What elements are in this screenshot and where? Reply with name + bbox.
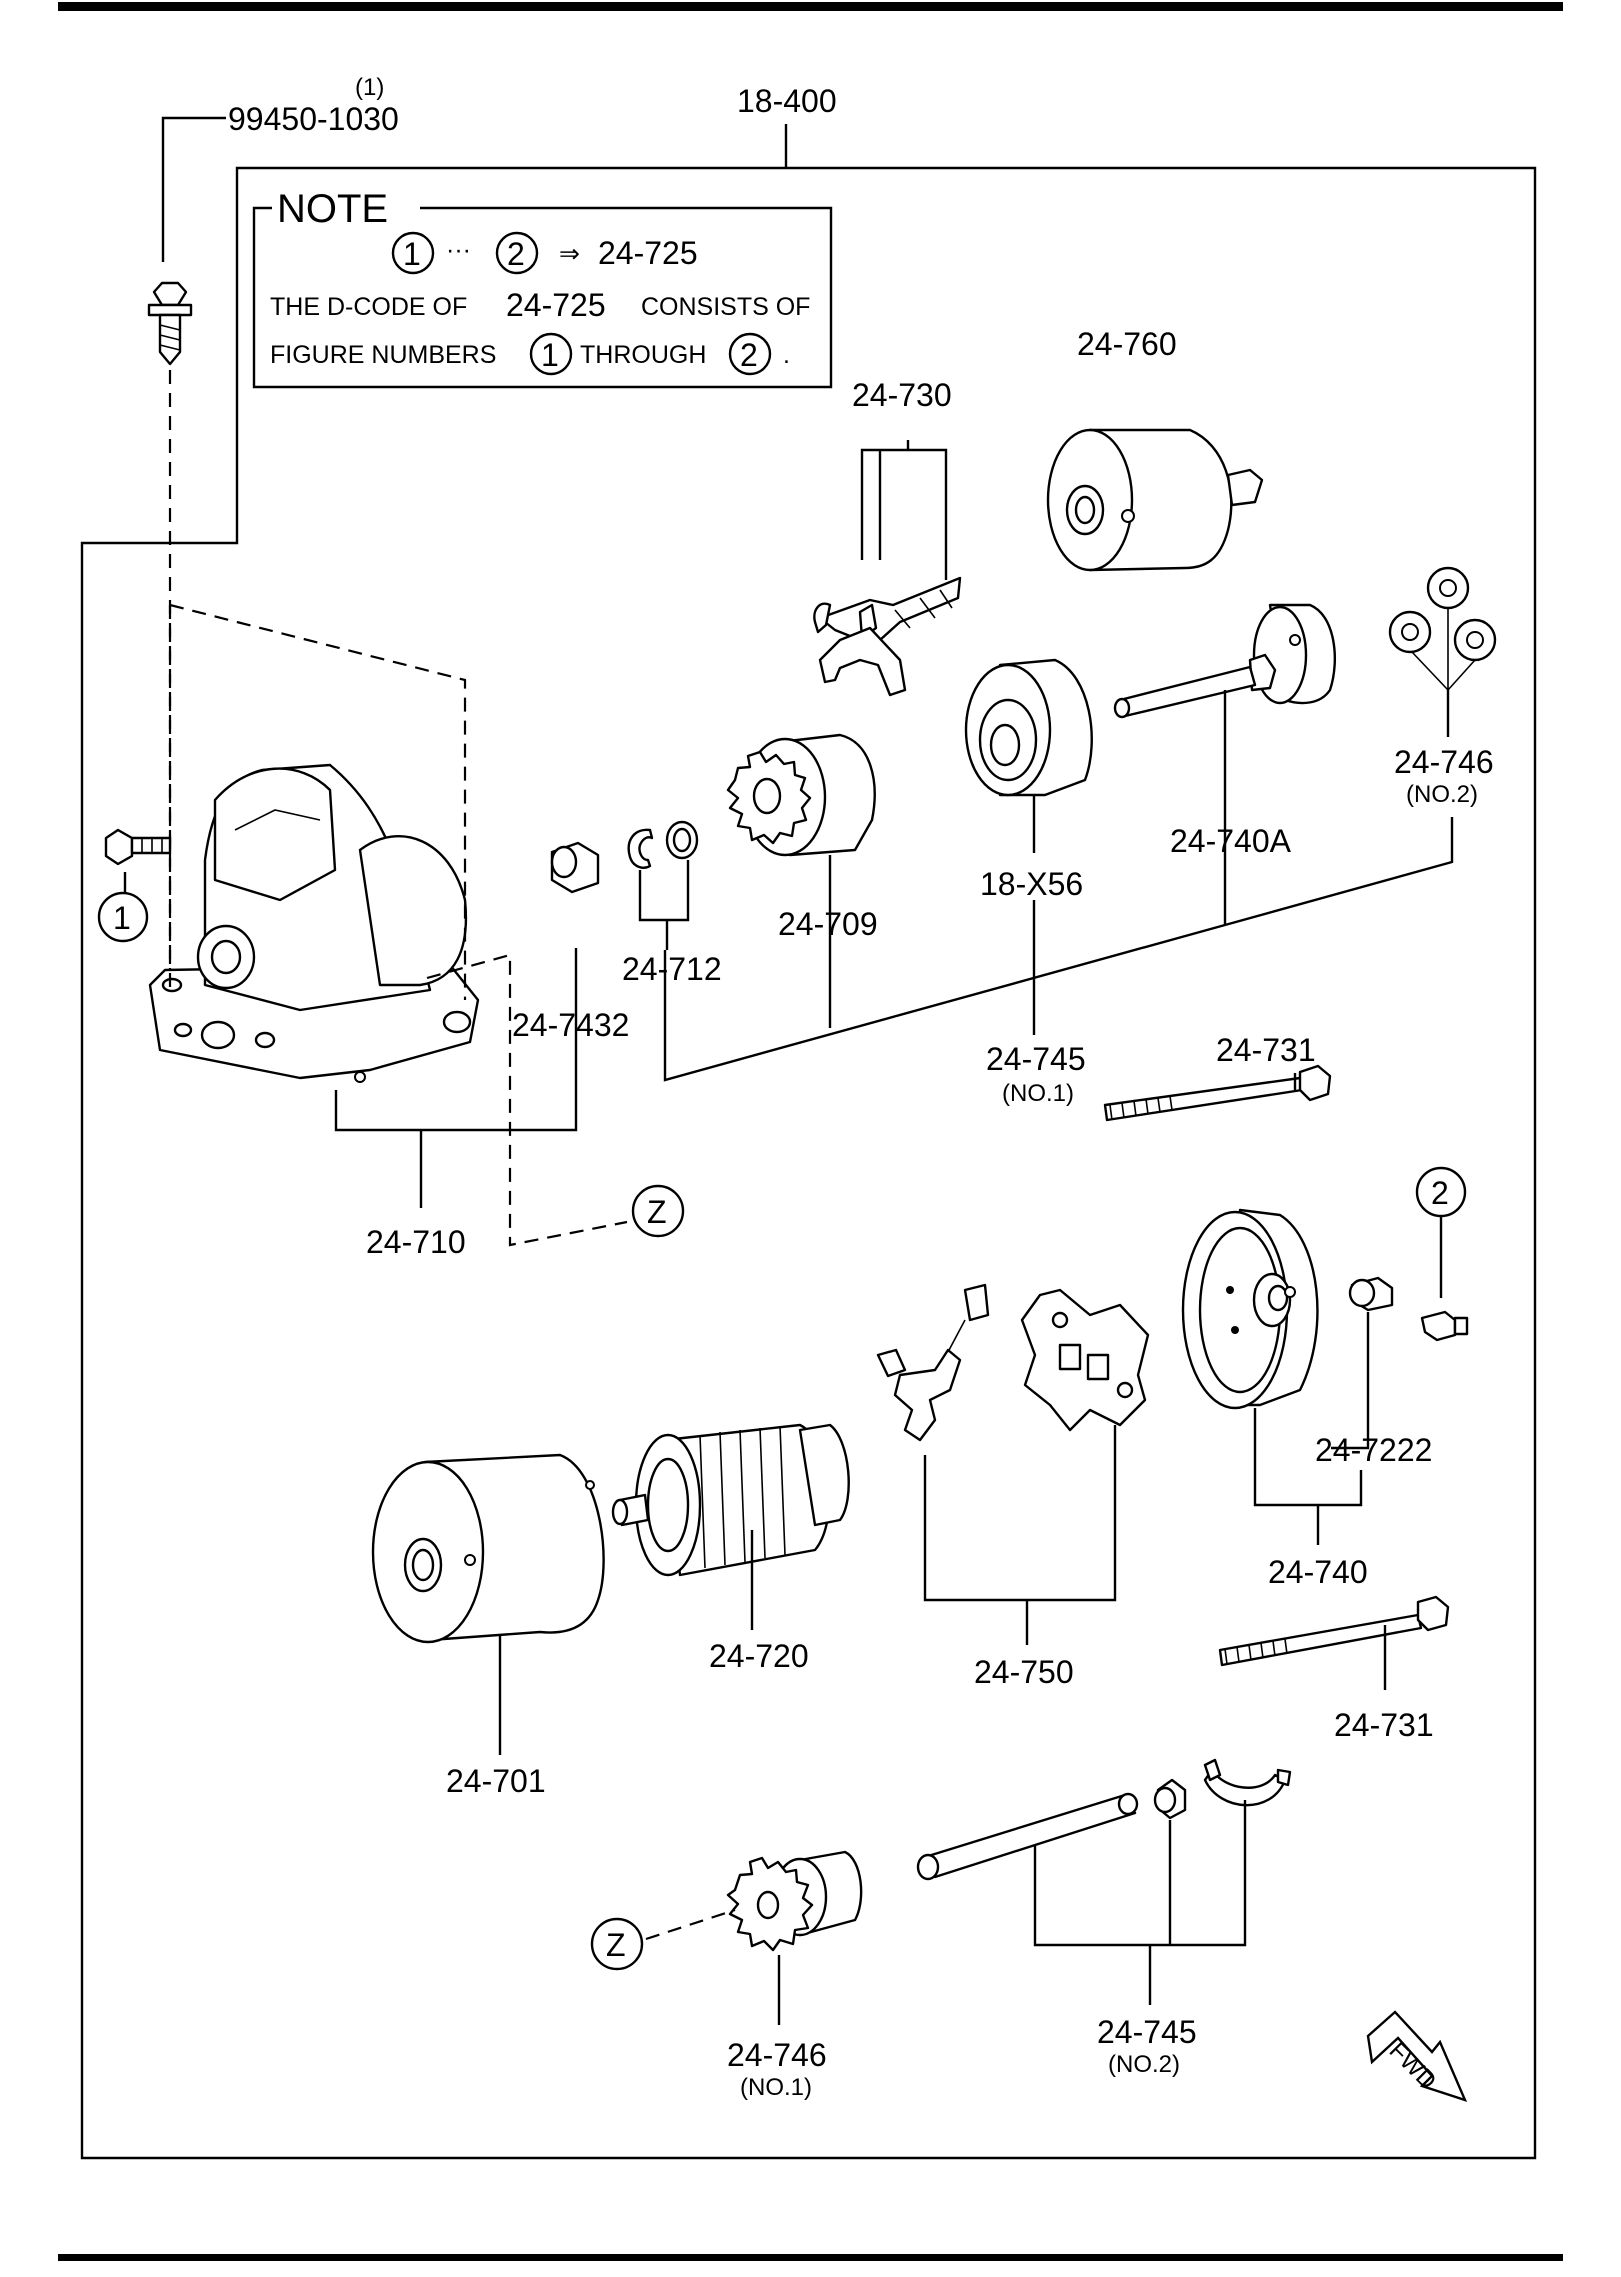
group-ref-label: 18-400 bbox=[737, 83, 837, 119]
label-24-7222: 24-7222 bbox=[1315, 1432, 1432, 1468]
marker-z-lower-text: Z bbox=[606, 1927, 626, 1963]
top-ref-code: 99450-1030 bbox=[228, 101, 399, 137]
housing-bolt-part bbox=[104, 828, 172, 866]
label-24-760: 24-760 bbox=[1077, 326, 1177, 362]
clutch-gear-part bbox=[726, 733, 876, 857]
starter-housing-part bbox=[148, 763, 480, 1083]
bottom-rule bbox=[58, 2254, 1563, 2261]
note-line3-b: THROUGH bbox=[580, 341, 706, 369]
marker-z-upper-text: Z bbox=[647, 1194, 667, 1230]
shift-fork-part bbox=[813, 576, 962, 697]
note-line3-circle-1 bbox=[529, 332, 573, 376]
marker-1-circle bbox=[97, 891, 149, 943]
planet-gears-part bbox=[1388, 566, 1497, 692]
snap-ring-part bbox=[627, 820, 699, 869]
lower-washer-part bbox=[1153, 1778, 1187, 1820]
marker-z-lower bbox=[590, 1917, 644, 1971]
top-ref-leader bbox=[161, 116, 226, 262]
small-screw-part bbox=[1420, 1310, 1469, 1342]
label-24-712: 24-712 bbox=[622, 951, 722, 987]
bracket-24-750 bbox=[923, 1425, 1117, 1645]
label-24-750: 24-750 bbox=[974, 1654, 1074, 1690]
label-18-X56: 18-X56 bbox=[980, 866, 1083, 902]
lower-clip-part bbox=[1203, 1758, 1292, 1807]
note-circle-2-text: 2 bbox=[507, 236, 525, 272]
marker-1-text: 1 bbox=[113, 900, 131, 936]
label-24-720: 24-720 bbox=[709, 1638, 809, 1674]
note-line2-b: 24-725 bbox=[506, 287, 606, 323]
label-24-745-no1: 24-745 bbox=[986, 1041, 1086, 1077]
label-24-710: 24-710 bbox=[366, 1224, 466, 1260]
z-dash-lower bbox=[645, 1908, 736, 1941]
group-frame bbox=[80, 166, 1537, 2160]
flange-bolt-part bbox=[147, 281, 193, 366]
label-24-746-no1: 24-746 bbox=[727, 2037, 827, 2073]
leader-24-7222 bbox=[1331, 1312, 1370, 1450]
brush-spring-part bbox=[876, 1283, 990, 1442]
fwd-label: FWD bbox=[1384, 2037, 1442, 2095]
end-bushing-part bbox=[1348, 1276, 1394, 1312]
note-circle-2 bbox=[495, 231, 539, 275]
label-24-740: 24-740 bbox=[1268, 1554, 1368, 1590]
note-line2-a: THE D-CODE OF bbox=[270, 293, 467, 321]
note-title: NOTE bbox=[277, 187, 388, 231]
brush-holder-part bbox=[1020, 1288, 1150, 1432]
label-24-746-no2-sub: (NO.2) bbox=[1406, 781, 1478, 808]
through-bolt-upper-part bbox=[1103, 1064, 1332, 1122]
note-target: 24-725 bbox=[598, 235, 698, 271]
label-24-746-no1-sub: (NO.1) bbox=[740, 2074, 812, 2101]
bracket-24-712 bbox=[638, 860, 690, 950]
note-line2-c: CONSISTS OF bbox=[641, 293, 810, 321]
top-ref-qty: (1) bbox=[355, 74, 384, 101]
label-24-746-no2: 24-746 bbox=[1394, 744, 1494, 780]
note-line3-a: FIGURE NUMBERS bbox=[270, 341, 496, 369]
end-frame-part bbox=[1181, 1208, 1319, 1410]
note-circle-1 bbox=[391, 231, 435, 275]
z-dash-upper bbox=[426, 953, 628, 1247]
planetary-shaft-part bbox=[1113, 603, 1336, 719]
label-24-7432: 24-7432 bbox=[512, 1007, 629, 1043]
bushing-part bbox=[550, 841, 600, 894]
note-line3-circle-2 bbox=[728, 332, 772, 376]
bracket-24-730 bbox=[860, 440, 948, 580]
yoke-part bbox=[371, 1453, 605, 1644]
label-24-709: 24-709 bbox=[778, 906, 878, 942]
label-24-745-no2: 24-745 bbox=[1097, 2014, 1197, 2050]
fwd-arrow-icon: FWD bbox=[1366, 2010, 1468, 2102]
armature-part bbox=[611, 1423, 850, 1577]
label-24-740A: 24-740A bbox=[1170, 823, 1292, 859]
note-line3-c: . bbox=[783, 341, 790, 369]
label-24-731-top: 24-731 bbox=[1216, 1032, 1316, 1068]
bracket-24-710 bbox=[334, 948, 578, 1208]
marker-z-upper bbox=[631, 1184, 685, 1238]
lower-shaft-part bbox=[916, 1792, 1139, 1881]
bracket-24-745-no2 bbox=[1033, 1800, 1247, 2005]
retainer-part bbox=[964, 658, 1093, 797]
housing-dash-top bbox=[169, 603, 467, 1000]
label-24-730: 24-730 bbox=[852, 377, 952, 413]
through-bolt-lower-part bbox=[1218, 1595, 1450, 1667]
marker-2-text: 2 bbox=[1431, 1175, 1449, 1211]
label-24-745-no2-sub: (NO.2) bbox=[1108, 2051, 1180, 2078]
note-range-dots: ··· bbox=[446, 236, 471, 264]
bracket-24-740 bbox=[1253, 1408, 1363, 1545]
solenoid-part bbox=[1046, 428, 1264, 572]
top-rule bbox=[58, 2, 1563, 11]
label-24-731-bot: 24-731 bbox=[1334, 1707, 1434, 1743]
note-line3-circle-1-text: 1 bbox=[541, 337, 559, 373]
bracket-24-745-no1 bbox=[663, 817, 1454, 1082]
label-24-745-no1-sub: (NO.1) bbox=[1002, 1080, 1074, 1107]
note-arrow: ⇒ bbox=[559, 240, 580, 268]
note-line3-circle-2-text: 2 bbox=[740, 337, 758, 373]
pinion-gear-part bbox=[726, 1850, 863, 1952]
note-box: NOTE 1 ··· 2 ⇒ 24-725 THE D-CODE OF 24-7… bbox=[252, 187, 833, 389]
note-circle-1-text: 1 bbox=[403, 236, 421, 272]
label-24-701: 24-701 bbox=[446, 1763, 546, 1799]
